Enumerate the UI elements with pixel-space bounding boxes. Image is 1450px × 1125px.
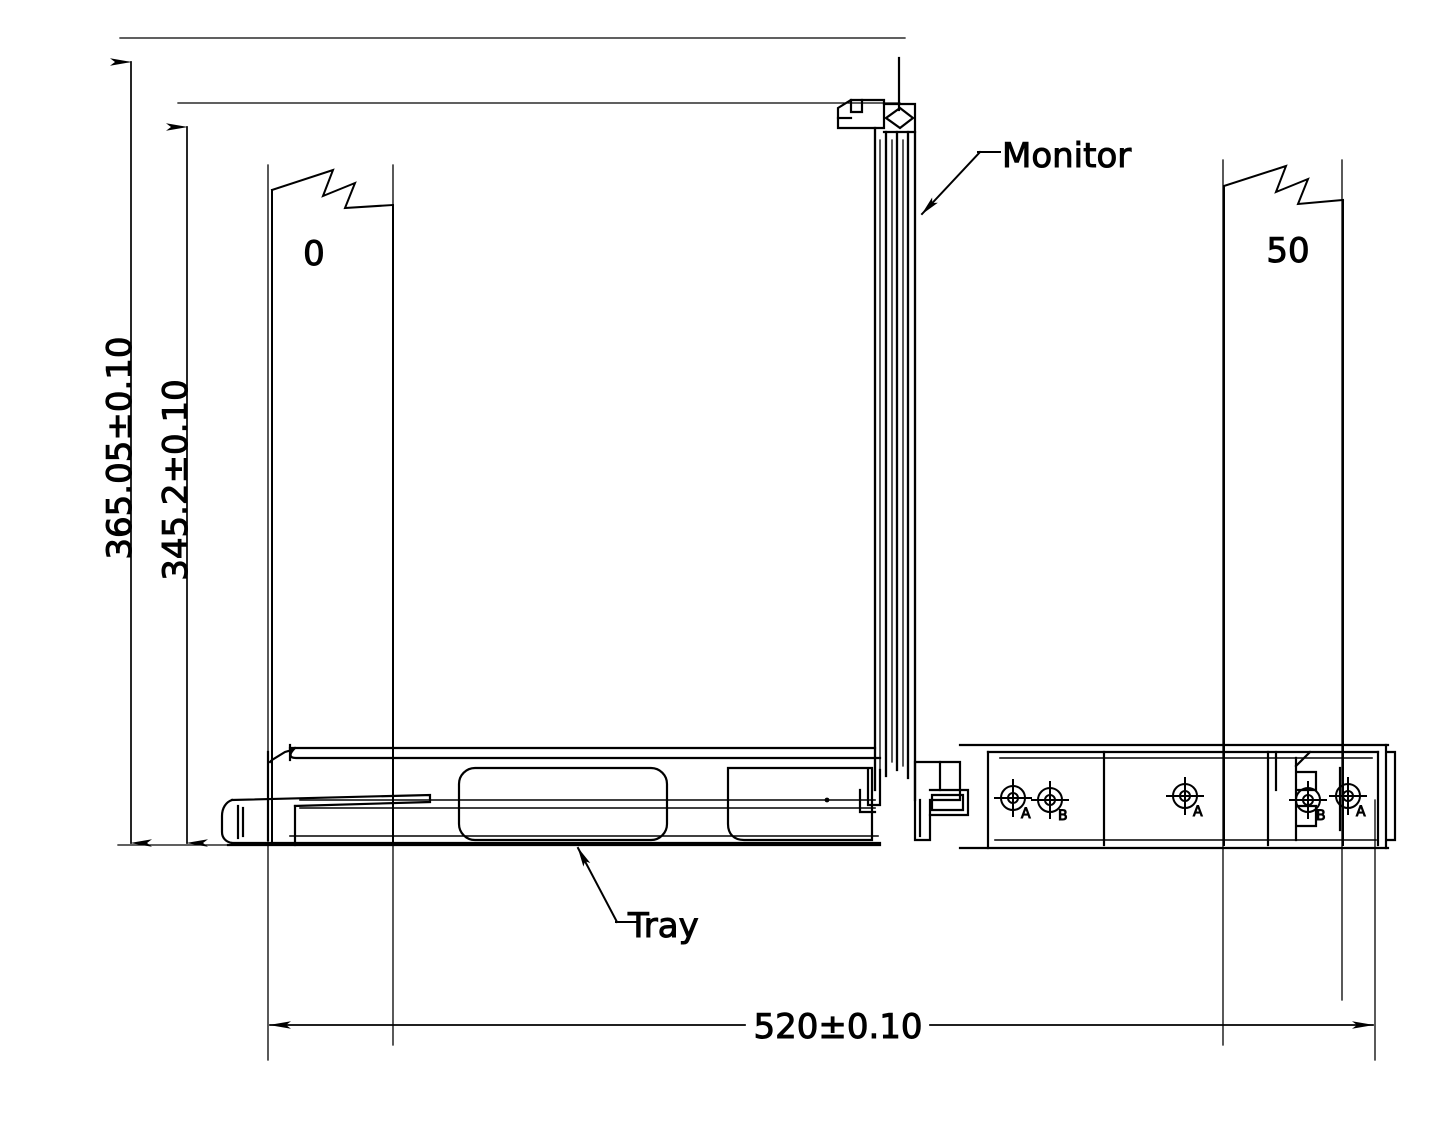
left-post <box>270 168 395 846</box>
slide-rail <box>958 743 1397 850</box>
hole-mark <box>1166 777 1204 815</box>
tray-callout <box>576 846 639 924</box>
hole-label-a2: A <box>1193 804 1203 820</box>
dimension-520-text: 520±0.10 <box>753 1007 922 1047</box>
hole-label-b1: B <box>1058 808 1068 824</box>
hole-mark <box>1031 781 1069 819</box>
hole-label-b2: B <box>1316 808 1326 824</box>
left-post-label: 0 <box>303 234 325 274</box>
extension-lines <box>117 37 1376 1061</box>
tray-callout-label: Tray <box>627 906 699 946</box>
dimension-345: 345.2±0.10 <box>156 123 208 847</box>
hole-label-a3: A <box>1356 804 1366 820</box>
monitor-callout <box>920 150 1001 216</box>
hole-mark <box>1329 777 1367 815</box>
tray-assembly <box>220 743 882 847</box>
right-post <box>1222 164 1345 846</box>
hole-mark <box>1289 781 1327 819</box>
right-post-label: 50 <box>1266 231 1309 271</box>
dimension-520: 520±0.10 <box>269 1007 1374 1048</box>
hole-label-a1: A <box>1021 806 1031 822</box>
hole-mark <box>994 779 1032 817</box>
dimension-345-text: 345.2±0.10 <box>156 379 196 581</box>
dimension-365: 365.05±0.10 <box>100 58 152 847</box>
monitor-callout-label: Monitor <box>1002 136 1131 176</box>
dimension-365-text: 365.05±0.10 <box>100 336 140 559</box>
monitor-assembly <box>836 56 970 842</box>
hole-marks: A B A B A <box>994 777 1367 825</box>
